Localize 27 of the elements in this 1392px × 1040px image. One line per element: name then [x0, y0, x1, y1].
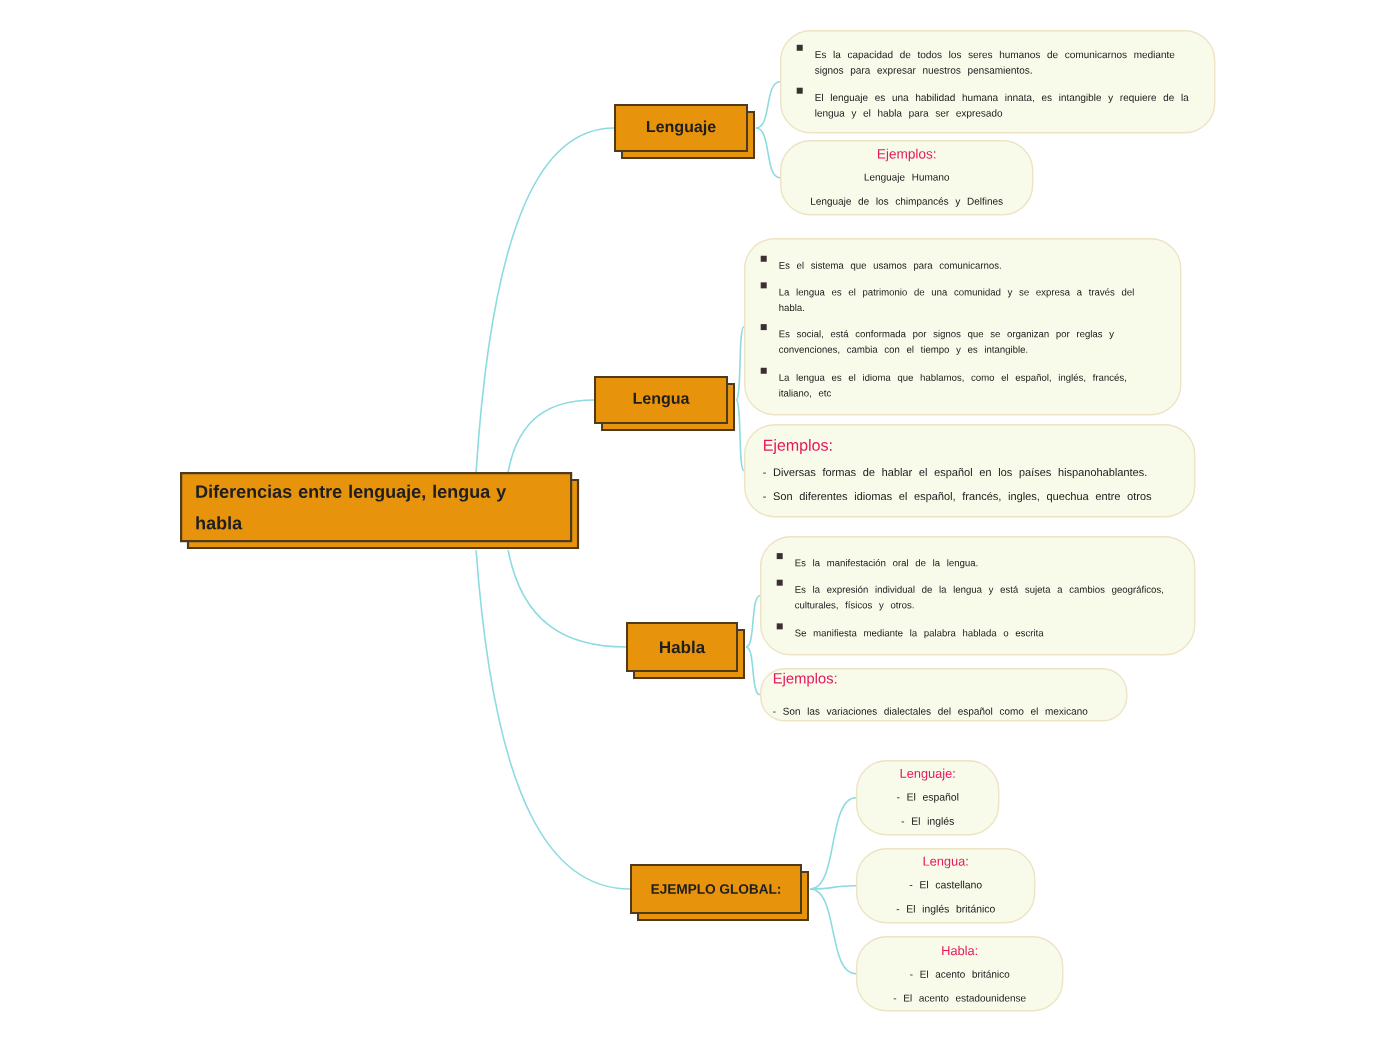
- connector-line: [809, 796, 857, 890]
- topic-box: Lenguaje: [614, 104, 755, 159]
- connector-line: [735, 399, 745, 472]
- connector-line: [475, 127, 615, 473]
- connector-line: [735, 325, 745, 401]
- connector-line: [475, 549, 631, 890]
- note-bubble: [780, 30, 1216, 134]
- note-bubble: [856, 936, 1064, 1012]
- topic-box: Habla: [626, 622, 745, 679]
- topic-box: Lengua: [594, 376, 735, 431]
- note-bubble: [856, 760, 1000, 836]
- example-heading: Ejemplos:: [764, 439, 832, 455]
- title-box: Diferencias entre lenguaje, lengua y habla: [180, 472, 580, 550]
- note-bubble: [760, 536, 1196, 656]
- connector-line: [507, 399, 595, 473]
- connector-line: [507, 549, 627, 648]
- connector-line: [809, 884, 857, 890]
- connector-line: [745, 594, 761, 648]
- note-bubble: [744, 424, 1196, 518]
- note-bubble: [780, 140, 1034, 216]
- connector-line: [755, 127, 781, 179]
- note-bubble: [744, 238, 1182, 416]
- note-bubble: [760, 668, 1128, 722]
- connector-line: [755, 80, 781, 129]
- note-bubble: [856, 848, 1036, 924]
- connector-line: [745, 646, 761, 696]
- connector-line: [809, 888, 857, 975]
